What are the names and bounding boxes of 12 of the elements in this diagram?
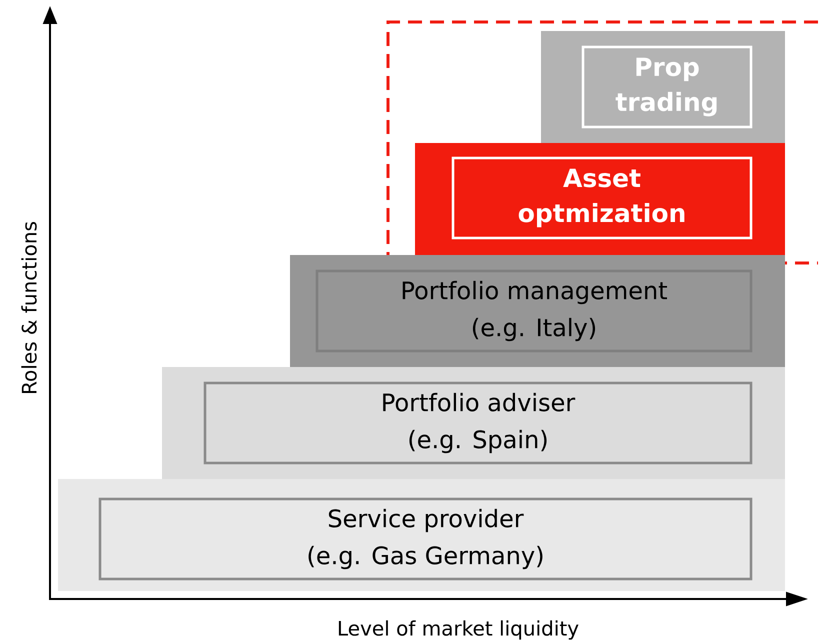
step-band [290,255,785,367]
step-band [58,479,785,591]
axis-label: Roles & functions [21,222,37,394]
role-box: Prop trading [582,46,752,128]
step-band [541,31,785,143]
role-box: Asset optmization [452,156,752,240]
role-box: Portfolio management (e.g. Italy) [316,270,752,352]
axis-label: Level of market liquidity [338,620,578,640]
role-box: Portfolio adviser (e.g. Spain) [204,382,752,464]
step-band [415,143,785,255]
step-band [162,367,785,479]
role-box: Service provider (e.g. Gas Germany) [98,498,752,580]
